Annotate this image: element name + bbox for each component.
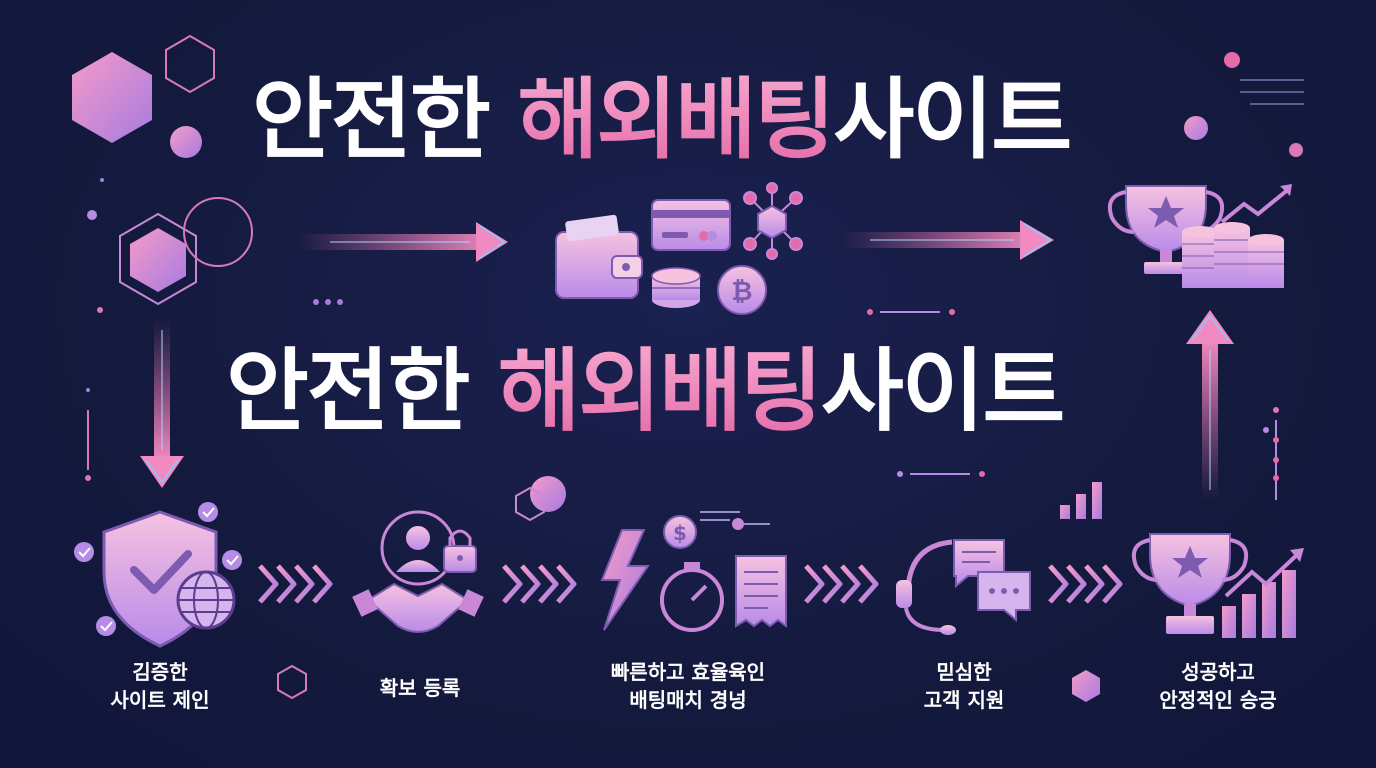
- title-plain: 안전한: [252, 68, 518, 171]
- hexagon-filled: [130, 228, 186, 292]
- lightning-stopwatch-receipt-icon: $: [600, 511, 787, 632]
- handshake-user-lock-icon: [352, 510, 484, 633]
- arrow-down-left: [140, 320, 184, 488]
- headset-chat-icon: [896, 539, 1031, 635]
- hexagon-outline-large: [119, 212, 197, 306]
- step-label-fast-betting: 빠른하고 효율육인 배팅매치 경넝: [610, 660, 766, 712]
- step-label-success: 성공하고 안정적인 승긍: [1159, 660, 1277, 712]
- chevrons-connector-2: [502, 564, 577, 604]
- hexagon-outline: [165, 34, 215, 94]
- arrow-right-top-left: [298, 222, 508, 262]
- main-title-bottom: 안전한 해외배팅사이트: [226, 339, 1065, 444]
- step-label-register: 확보 등록: [379, 676, 461, 700]
- title-plain: 안전한: [226, 339, 498, 444]
- trophy-coins-icon: [1107, 184, 1292, 288]
- coin-stack-icon: [651, 267, 701, 308]
- title-highlight: 해외배팅: [497, 339, 823, 444]
- shield-check-globe-icon: [74, 502, 242, 648]
- title-suffix: 사이트: [820, 339, 1065, 444]
- step-label-verified-site: 김증한 사이트 제인: [110, 660, 210, 712]
- title-highlight: 해외배팅: [517, 68, 836, 171]
- hexagon-filled-small: [1072, 670, 1100, 702]
- arrow-up-right: [1186, 310, 1234, 500]
- circle-shape: [170, 126, 202, 158]
- chevrons-connector-1: [258, 564, 333, 604]
- credit-card-icon: [651, 199, 731, 251]
- step-label-support: 믿심한 고객 지원: [923, 660, 1005, 712]
- hexagon-outline-small: [277, 664, 307, 700]
- main-title-top: 안전한 해외배팅사이트: [252, 68, 1072, 171]
- blockchain-network-icon: [743, 182, 803, 260]
- wallet-icon: [555, 214, 643, 299]
- title-suffix: 사이트: [833, 68, 1072, 171]
- svg-text:$: $: [673, 521, 687, 545]
- bitcoin-icon: ₿: [717, 265, 767, 315]
- svg-text:₿: ₿: [731, 277, 752, 307]
- arrow-right-top-right: [842, 220, 1054, 260]
- trophy-growth-chart-icon: [1131, 533, 1304, 638]
- hexagon-shape: [72, 52, 152, 143]
- chevrons-connector-4: [1048, 564, 1123, 604]
- chevrons-connector-3: [804, 564, 879, 604]
